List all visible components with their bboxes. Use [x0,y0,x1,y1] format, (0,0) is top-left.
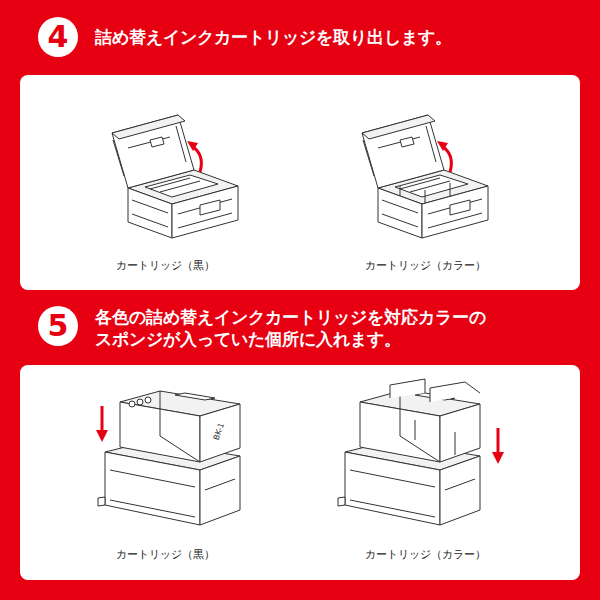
caption: カートリッジ（黒） [55,259,275,273]
step-number-circle: 4 [38,17,78,57]
open-case-illustration [20,75,580,290]
step-number: 5 [48,311,69,341]
content-panel: カートリッジ（黒） カートリッジ（カラー） [20,75,580,290]
step-number-circle: 5 [38,306,78,346]
caption: カートリッジ（黒） [55,548,275,562]
content-panel: カートリッジ（黒）カートリッジ（カラー）BK-1 [20,365,580,580]
step-number: 4 [48,22,69,52]
caption: カートリッジ（カラー） [315,548,535,562]
step-heading: 詰め替えインクカートリッジを取り出します。 [95,26,452,48]
step-heading: 各色の詰め替えインクカートリッジを対応カラーの スポンジが入っていた個所に入れま… [95,306,505,350]
insert-cartridge-illustration [20,365,580,580]
caption: カートリッジ（カラー） [315,259,535,273]
